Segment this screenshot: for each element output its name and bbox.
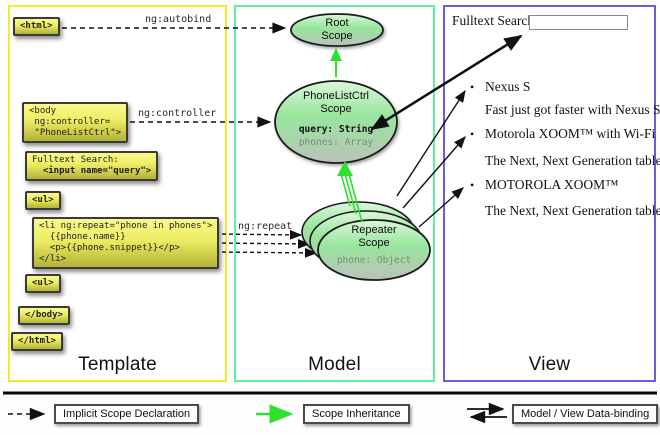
bullet-icon: •	[470, 80, 475, 94]
root-scope-label: Root Scope	[321, 17, 353, 42]
view-item-3-snippet: The Next, Next Generation tablet.	[485, 203, 660, 218]
code-ul-close: <ul>	[25, 274, 61, 293]
code-li-repeat: <li ng:repeat="phone in phones"> {{phone…	[32, 217, 220, 269]
template-column-title: Template	[78, 354, 157, 375]
view-item-3-title: • MOTOROLA XOOM™	[470, 177, 618, 193]
code-ul-open: <ul>	[25, 191, 61, 210]
code-fulltext-input: <input name="query">	[32, 166, 152, 176]
code-body-open: <body ng:controller= "PhoneListCtrl">	[22, 102, 129, 143]
view-item-2-title-text: Motorola XOOM™ with Wi-Fi	[485, 126, 656, 141]
bullet-icon: •	[470, 127, 475, 141]
legend-inheritance-box: Scope Inheritance	[303, 404, 410, 424]
code-body-close: </body>	[18, 306, 70, 325]
view-item-1-title: • Nexus S	[470, 79, 530, 95]
view-item-3-title-text: MOTOROLA XOOM™	[485, 177, 619, 192]
legend-databinding-box: Model / View Data-binding	[512, 404, 659, 424]
view-search-label: Fulltext Search:	[452, 13, 538, 28]
code-fulltext-label: Fulltext Search:	[32, 155, 119, 165]
code-html-open: <html>	[13, 17, 60, 36]
repeater-scope-label: Repeater Scope	[351, 224, 397, 249]
view-item-2-snippet: The Next, Next Generation tablet.	[485, 153, 660, 168]
view-column-title: View	[528, 354, 571, 375]
view-item-1-title-text: Nexus S	[485, 79, 531, 94]
view-item-1-snippet: Fast just got faster with Nexus S.	[485, 102, 660, 117]
code-html-close: </html>	[11, 332, 63, 351]
view-item-2-title: • Motorola XOOM™ with Wi-Fi	[470, 126, 655, 142]
legend-implicit-box: Implicit Scope Declaration	[54, 404, 200, 424]
controller-label: ng:controller	[138, 108, 217, 119]
repeater-phone-prop: phone: Object	[336, 255, 412, 266]
bullet-icon: •	[470, 178, 475, 192]
view-search-input[interactable]	[529, 15, 628, 30]
model-column-title: Model	[308, 354, 361, 375]
autobind-label: ng:autobind	[145, 14, 212, 25]
view-column	[443, 5, 656, 382]
phonelistctrl-phones-prop: phones: Array	[298, 137, 374, 148]
phonelistctrl-scope-label: PhoneListCtrl Scope	[302, 90, 370, 115]
phonelistctrl-query-prop: query: String	[298, 124, 374, 135]
model-column	[234, 5, 435, 382]
code-fulltext: Fulltext Search: <input name="query">	[25, 151, 159, 181]
repeat-label: ng:repeat	[238, 221, 293, 232]
